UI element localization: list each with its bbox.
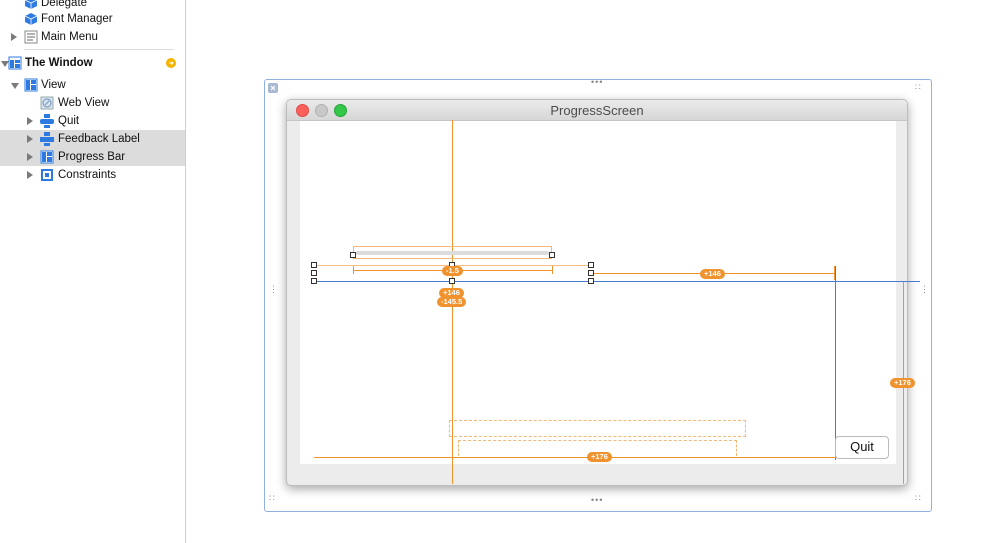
web-view-area[interactable] — [300, 121, 896, 464]
constraint-cap — [353, 266, 354, 274]
outline-item-view[interactable]: View — [0, 76, 185, 94]
button-icon — [40, 114, 54, 128]
disclosure-triangle-icon[interactable] — [27, 153, 33, 161]
view-icon — [24, 78, 38, 92]
constraint-cap — [552, 266, 553, 274]
minimize-button[interactable] — [315, 104, 328, 117]
selection-handle[interactable] — [311, 270, 317, 276]
menu-icon — [24, 30, 38, 44]
window-title: ProgressScreen — [550, 103, 644, 118]
resize-handle-top-right[interactable]: ∷ — [915, 82, 922, 92]
webview-icon — [40, 96, 54, 110]
arrow-circle-icon[interactable] — [166, 58, 176, 68]
document-outline: Delegate Font Manager Main Menu The Wind… — [0, 0, 186, 543]
constraint-cap — [834, 266, 835, 280]
resize-handle-right[interactable]: ⋮ — [920, 284, 930, 294]
constraint-badge[interactable]: +146 — [700, 269, 725, 279]
selection-handle[interactable] — [588, 262, 594, 268]
feedback-label-placeholder[interactable] — [449, 420, 746, 437]
disclosure-triangle-icon[interactable] — [11, 83, 19, 89]
resize-handle-bottom-right[interactable]: ∷ — [915, 493, 922, 503]
constraint-badge[interactable]: -1.5 — [442, 266, 463, 276]
selection-handle[interactable] — [588, 278, 594, 284]
outline-item-main-menu[interactable]: Main Menu — [0, 28, 185, 46]
selection-guide-vertical — [835, 266, 836, 460]
progress-screen-window[interactable]: ProgressScreen — [286, 99, 908, 486]
window-icon — [8, 56, 22, 70]
constraint-badge[interactable]: +176 — [587, 452, 612, 462]
outline-item-progress-bar[interactable]: Progress Bar — [0, 148, 185, 166]
outline-item-label: Constraints — [58, 169, 117, 181]
cube-icon — [24, 13, 38, 25]
resize-handle-bottom-left[interactable]: ∷ — [269, 493, 276, 503]
constraints-icon — [41, 169, 53, 181]
outline-item-feedback-label[interactable]: Feedback Label — [0, 130, 185, 148]
zoom-button[interactable] — [334, 104, 347, 117]
outline-item-label: Feedback Label — [58, 133, 140, 145]
selection-handle[interactable] — [449, 278, 455, 284]
outline-item-delegate[interactable]: Delegate — [0, 0, 185, 12]
outline-item-label: Main Menu — [41, 31, 98, 43]
disclosure-triangle-icon[interactable] — [27, 171, 33, 179]
outline-item-label: Quit — [58, 115, 80, 127]
cube-icon — [24, 0, 38, 9]
outline-item-label: Web View — [58, 97, 110, 109]
outline-item-font-manager[interactable]: Font Manager — [0, 10, 185, 28]
outline-divider — [24, 49, 174, 50]
selection-guide-horizontal — [314, 281, 920, 282]
resize-handle-bottom[interactable]: ••• — [591, 495, 604, 505]
close-button[interactable] — [296, 104, 309, 117]
outline-item-web-view[interactable]: Web View — [0, 94, 185, 112]
outline-item-label: Font Manager — [41, 13, 113, 25]
disclosure-triangle-icon[interactable] — [27, 135, 33, 143]
selection-handle[interactable] — [311, 278, 317, 284]
window-titlebar: ProgressScreen — [287, 100, 907, 121]
selection-handle[interactable] — [549, 252, 555, 258]
disclosure-triangle-icon[interactable] — [27, 117, 33, 125]
label-icon — [40, 132, 54, 146]
constraint-badge[interactable]: +176 — [890, 378, 915, 388]
close-scene-icon[interactable] — [268, 83, 278, 93]
selection-handle[interactable] — [588, 270, 594, 276]
outline-item-label: The Window — [25, 57, 93, 69]
progress-bar-outline[interactable] — [353, 246, 552, 259]
feedback-label-placeholder[interactable] — [458, 440, 737, 456]
selection-handle[interactable] — [350, 252, 356, 258]
resize-handle-top[interactable]: ••• — [591, 77, 604, 87]
outline-item-quit[interactable]: Quit — [0, 112, 185, 130]
disclosure-triangle-icon[interactable] — [1, 61, 9, 67]
resize-handle-left[interactable]: ⋮ — [269, 284, 279, 294]
outline-item-label: Delegate — [41, 0, 88, 9]
progress-bar-track — [356, 251, 549, 255]
outline-item-the-window[interactable]: The Window — [0, 54, 185, 72]
outline-item-constraints[interactable]: Constraints — [0, 166, 185, 184]
constraint-badge[interactable]: +146 — [439, 288, 464, 298]
disclosure-triangle-icon[interactable] — [11, 33, 17, 41]
constraint-badge[interactable]: -145.5 — [437, 297, 467, 307]
outline-item-label: Progress Bar — [58, 151, 126, 163]
selection-handle[interactable] — [311, 262, 317, 268]
outline-item-label: View — [41, 79, 66, 91]
progress-icon — [40, 150, 54, 164]
quit-button[interactable]: Quit — [835, 436, 889, 459]
